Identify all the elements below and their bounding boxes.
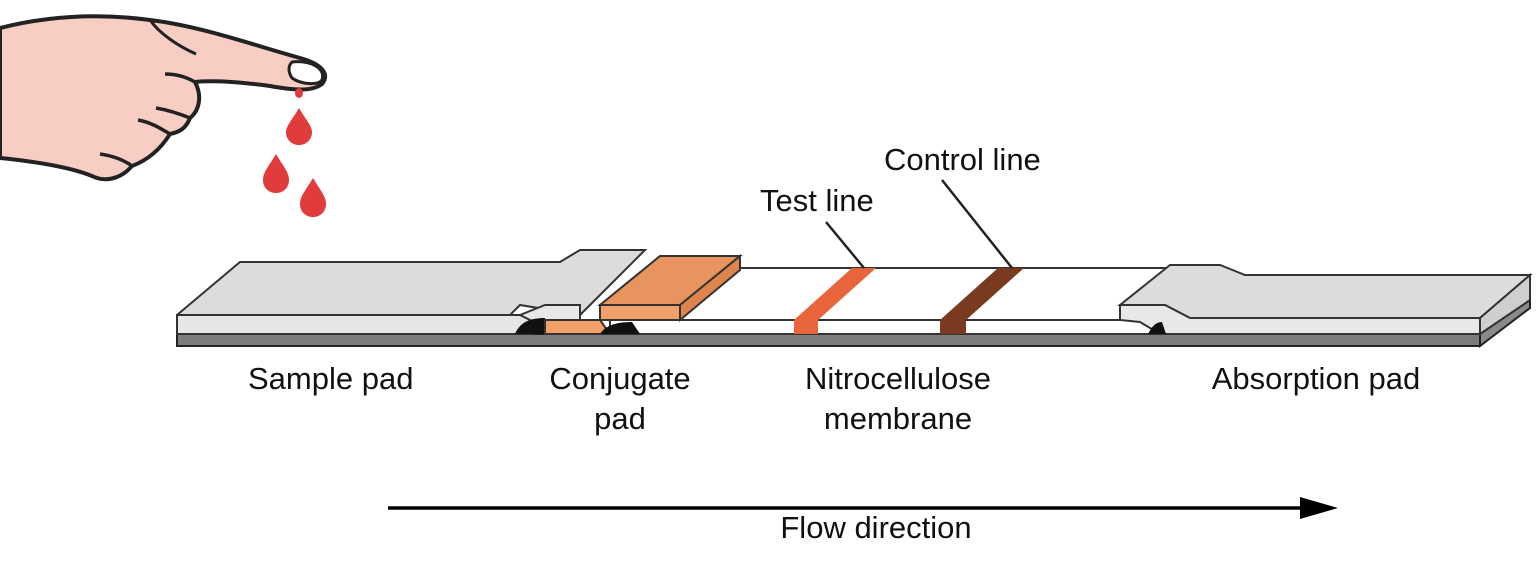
conjugate-pad-label-1: Conjugate — [549, 361, 690, 396]
arrow-right-icon — [388, 497, 1338, 519]
test-line-edge — [794, 320, 818, 334]
sample-pad — [176, 249, 648, 336]
conjugate-pad-label-2: pad — [594, 401, 646, 436]
test-line-label: Test line — [760, 183, 874, 218]
conjugate-pad — [544, 253, 743, 335]
test-line — [794, 268, 876, 320]
control-line-label: Control line — [884, 142, 1041, 177]
flow-direction-label: Flow direction — [780, 510, 971, 545]
test-strip — [176, 249, 1533, 349]
sample-pad-label: Sample pad — [248, 361, 413, 396]
control-line — [940, 268, 1024, 320]
membrane-label-1: Nitrocellulose — [805, 361, 991, 396]
test-line-leader — [825, 221, 865, 269]
absorption-pad-label: Absorption pad — [1212, 361, 1421, 396]
blood-drop-icon — [263, 88, 326, 217]
absorption-pad — [1117, 264, 1533, 336]
nitrocellulose-membrane — [609, 267, 1182, 335]
membrane-label-2: membrane — [824, 401, 972, 436]
pointing-hand-icon — [0, 14, 327, 182]
control-line-edge — [940, 320, 966, 334]
control-line-leader — [941, 179, 1013, 269]
